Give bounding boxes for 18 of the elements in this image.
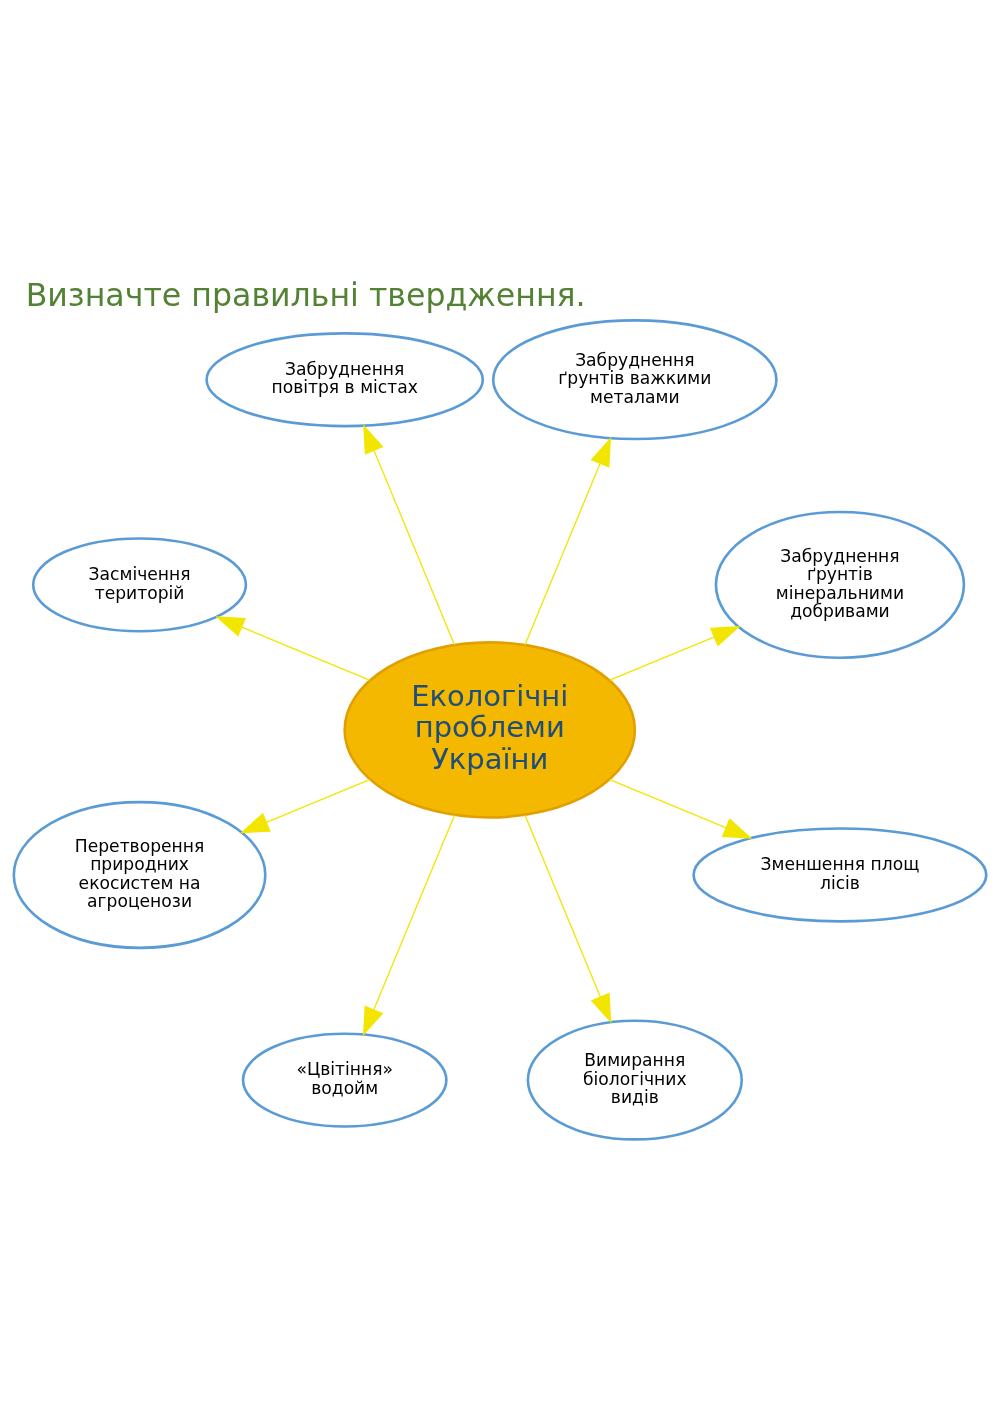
node-ellipse: Зменшення площ лісів (692, 826, 988, 923)
arrow (609, 778, 753, 839)
arrow (362, 813, 456, 1036)
node-ellipse: Вимирання біологічних видів (526, 1018, 744, 1141)
arrow (215, 615, 371, 681)
node-ellipse: Забруднення ґрунтів мінеральними добривами (714, 510, 966, 659)
node-ellipse: Екологічні проблеми України (343, 640, 637, 819)
node-ellipse: Перетворення природних екосистем на агроценози (12, 800, 267, 949)
node-ellipse: Забруднення ґрунтів важкими металами (491, 318, 778, 440)
arrow (524, 436, 612, 645)
arrow (363, 423, 456, 645)
arrow (524, 813, 612, 1023)
node-ellipse: Забруднення повітря в містах (205, 331, 485, 427)
diagram-title: Визначте правильні твердження. (25, 276, 586, 313)
arrow (609, 625, 741, 681)
node-ellipse: «Цвітіння» водойм (241, 1031, 448, 1128)
node-ellipse: Засмічення територій (31, 536, 248, 633)
arrow (240, 778, 371, 833)
